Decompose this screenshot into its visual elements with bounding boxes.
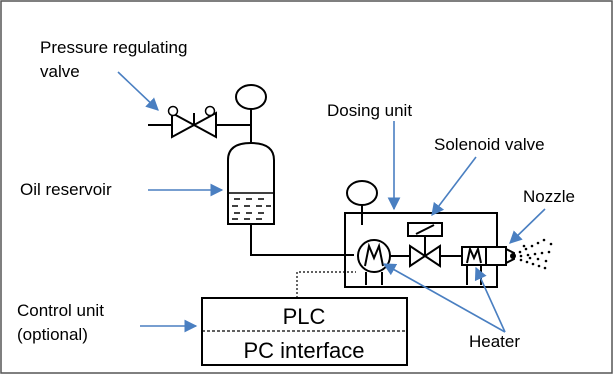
arrow-heater-pump (382, 263, 506, 333)
dosing-unit (344, 180, 498, 288)
arrow-heater-nozzle (474, 266, 506, 333)
heater-label: Heater (469, 332, 520, 351)
dosing-unit-label: Dosing unit (327, 101, 412, 120)
arrow-solenoid-valve (431, 156, 477, 217)
nozzle (485, 238, 553, 270)
nozzle-label: Nozzle (523, 187, 575, 206)
pressure-regulating-valve (148, 105, 251, 139)
pc-interface-label: PC interface (243, 338, 364, 363)
oil-supply-pipe (250, 224, 354, 256)
arrow-nozzle (509, 208, 546, 244)
control-signal-line (296, 271, 356, 298)
control-unit-label-line2: (optional) (17, 325, 88, 344)
arrow-pressure-valve (117, 71, 159, 111)
plc-label: PLC (283, 304, 326, 329)
pressure-valve-label-line1: Pressure regulating (40, 38, 187, 57)
pressure-valve-label-line2: valve (40, 62, 80, 81)
oil-reservoir (227, 141, 275, 225)
solenoid-valve (407, 222, 462, 268)
oil-reservoir-label: Oil reservoir (20, 180, 112, 199)
control-unit-label-line1: Control unit (17, 301, 104, 320)
solenoid-valve-label: Solenoid valve (434, 135, 545, 154)
control-unit (201, 297, 408, 366)
nozzle-heater (461, 245, 487, 285)
pressure-gauge-reservoir (235, 84, 267, 143)
